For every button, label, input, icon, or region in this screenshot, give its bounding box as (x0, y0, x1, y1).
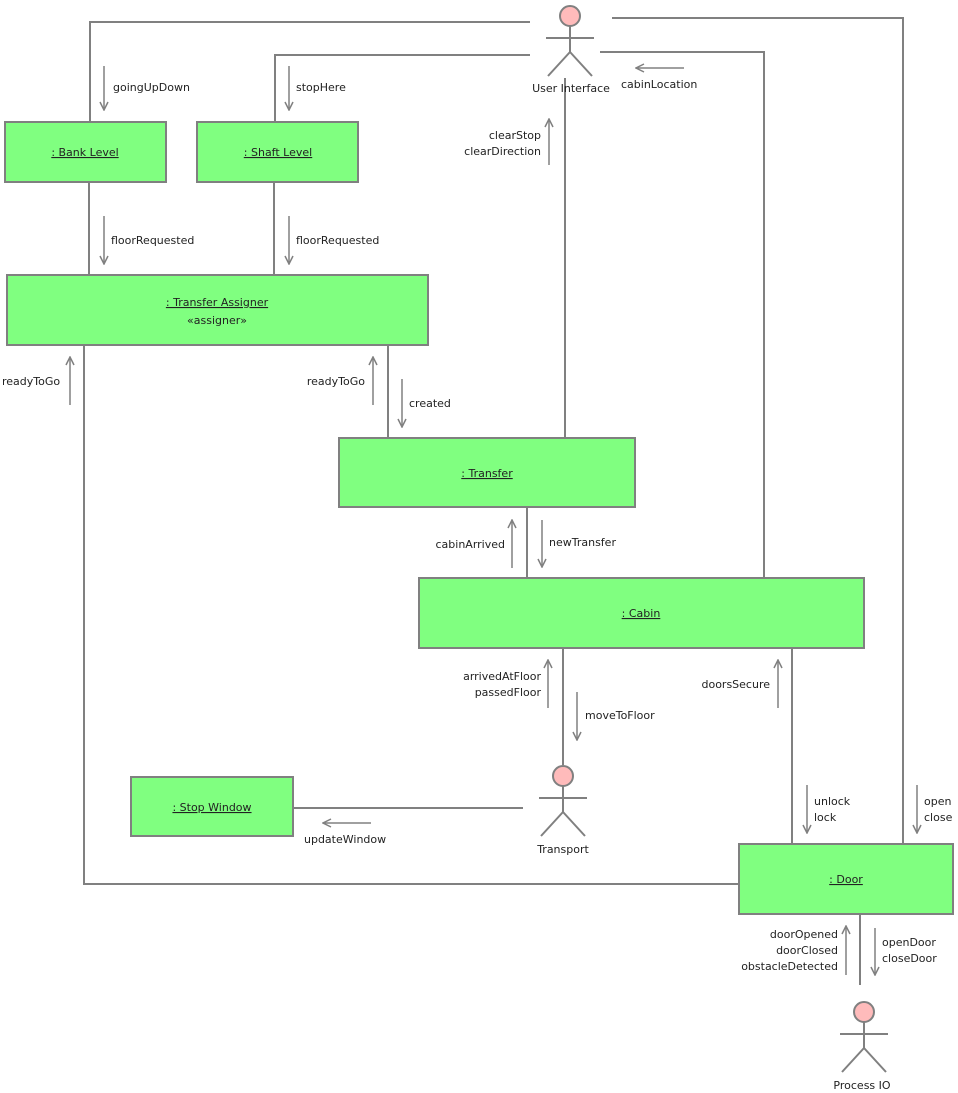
msg-floor-requested-bank: floorRequested (111, 234, 194, 247)
link-ui-cabin (600, 51, 765, 577)
links (83, 17, 904, 985)
msg-clear-direction: clearDirection (464, 145, 541, 158)
actor-transport[interactable]: Transport (536, 765, 589, 856)
msg-arrived-at-floor: arrivedAtFloor (463, 670, 541, 683)
message-labels: goingUpDown stopHere cabinLocation clear… (2, 78, 953, 973)
msg-door-closed: doorClosed (776, 944, 838, 957)
actor-label: Process IO (833, 1079, 890, 1092)
msg-close-door: closeDoor (882, 952, 937, 965)
msg-floor-requested-shaft: floorRequested (296, 234, 379, 247)
object-label: : Bank Level (51, 146, 118, 159)
object-label: : Transfer Assigner (166, 296, 269, 309)
msg-unlock: unlock (814, 795, 851, 808)
object-label: : Cabin (622, 607, 661, 620)
object-label: : Transfer (461, 467, 513, 480)
object-bank-level[interactable]: : Bank Level (4, 121, 167, 183)
link-ui-door (612, 17, 904, 843)
object-door[interactable]: : Door (738, 843, 954, 915)
object-stop-window[interactable]: : Stop Window (130, 776, 294, 837)
msg-move-to-floor: moveToFloor (585, 709, 655, 722)
object-transfer-assigner[interactable]: : Transfer Assigner «assigner» (6, 274, 429, 346)
msg-door-opened: doorOpened (770, 928, 838, 941)
msg-open: open (924, 795, 951, 808)
actor-label: User Interface (532, 82, 610, 95)
object-cabin[interactable]: : Cabin (418, 577, 865, 649)
msg-going-up-down: goingUpDown (113, 81, 190, 94)
message-arrows (70, 66, 917, 975)
object-label: : Stop Window (172, 801, 251, 814)
msg-clear-stop: clearStop (489, 129, 541, 142)
msg-obstacle-detected: obstacleDetected (741, 960, 838, 973)
msg-passed-floor: passedFloor (475, 686, 542, 699)
msg-created: created (409, 397, 451, 410)
link-assigner-door (83, 345, 738, 885)
msg-new-transfer: newTransfer (549, 536, 616, 549)
actor-user-interface[interactable]: User Interface (532, 5, 610, 95)
object-shaft-level[interactable]: : Shaft Level (196, 121, 359, 183)
msg-stop-here: stopHere (296, 81, 346, 94)
object-transfer[interactable]: : Transfer (338, 437, 636, 508)
msg-doors-secure: doorsSecure (701, 678, 770, 691)
object-label: : Shaft Level (244, 146, 312, 159)
link-ui-bank-level (89, 21, 530, 121)
msg-update-window: updateWindow (304, 833, 386, 846)
actor-label: Transport (536, 843, 589, 856)
msg-cabin-location: cabinLocation (621, 78, 697, 91)
msg-ready-to-go-right: readyToGo (307, 375, 365, 388)
msg-ready-to-go-left: readyToGo (2, 375, 60, 388)
stereotype-label: «assigner» (187, 314, 247, 327)
msg-lock: lock (814, 811, 837, 824)
msg-close: close (924, 811, 953, 824)
msg-open-door: openDoor (882, 936, 936, 949)
msg-cabin-arrived: cabinArrived (436, 538, 506, 551)
actor-process-io[interactable]: Process IO (833, 1001, 891, 1092)
object-label: : Door (829, 873, 863, 886)
link-ui-shaft-level (274, 54, 530, 121)
